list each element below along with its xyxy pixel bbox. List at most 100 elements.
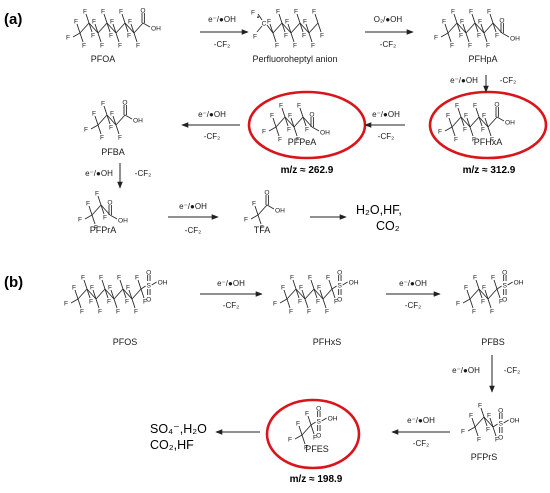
- atom-label: F: [80, 308, 84, 315]
- atom-label: O: [316, 432, 321, 439]
- highlight-ring-pfhxa: [428, 90, 548, 160]
- atom-label: F: [296, 136, 300, 143]
- bond: [122, 288, 127, 299]
- condition-loss-3: -CF₂: [500, 76, 516, 85]
- bond: [460, 116, 465, 127]
- atom-label: F: [103, 214, 107, 221]
- atom-label: F: [499, 298, 503, 305]
- atom-label: O: [337, 296, 342, 303]
- bond: [131, 288, 142, 300]
- bond: [483, 416, 488, 427]
- mass-label-pfes: m/z ≈ 198.9: [290, 474, 343, 485]
- bond: [257, 214, 262, 225]
- bond: [90, 124, 99, 130]
- bond: [489, 417, 494, 428]
- atom-label: F: [293, 42, 297, 49]
- atom-label: OH: [320, 129, 330, 136]
- bond: [272, 117, 277, 128]
- atom-label: O: [107, 199, 112, 206]
- bond: [100, 204, 105, 215]
- atom-label: F: [290, 274, 294, 281]
- atom-label: F: [438, 128, 442, 135]
- mass-label-pfhxa: m/z ≈ 312.9: [463, 165, 516, 176]
- atom-label: F: [82, 42, 86, 49]
- bond: [109, 214, 118, 220]
- atom-label: F: [487, 8, 491, 15]
- bond: [496, 116, 505, 122]
- bond: [478, 288, 483, 299]
- compound-name-pfprs: PFPrS: [471, 452, 498, 462]
- compound-name-pfhxa: PFHxA: [474, 137, 503, 147]
- atom-label: F: [281, 284, 285, 291]
- atom-label: F: [136, 42, 140, 49]
- atom-label: F: [100, 134, 104, 141]
- atom-label: F: [312, 8, 316, 15]
- bond: [487, 288, 498, 300]
- final-products-b-line2: CO₂,HF: [150, 438, 194, 452]
- atom-label: F: [478, 18, 482, 25]
- atom-label: F: [459, 32, 463, 39]
- atom-label: O: [498, 407, 503, 414]
- bond: [302, 116, 313, 128]
- condition-radical-4: e⁻/●OH: [372, 110, 400, 119]
- bond: [465, 22, 476, 34]
- atom-label: F: [313, 434, 317, 441]
- atom-label: F: [262, 128, 266, 135]
- condition-loss-5: -CF₂: [204, 132, 220, 141]
- bond: [440, 32, 449, 38]
- condition-radical-1: e⁻/●OH: [208, 15, 236, 24]
- atom-label: OH: [510, 417, 520, 424]
- atom-label: C: [262, 20, 267, 27]
- atom-label: F: [478, 402, 482, 409]
- bond: [124, 22, 135, 34]
- atom-label: F: [473, 274, 477, 281]
- bond: [115, 114, 126, 126]
- atom-label: F: [299, 284, 303, 291]
- atom-label: F: [267, 18, 271, 25]
- bond: [92, 289, 97, 300]
- bond: [106, 114, 111, 125]
- atom-label: F: [83, 8, 87, 15]
- bond: [456, 22, 461, 33]
- atom-label: F: [110, 110, 114, 117]
- atom-label: F: [74, 18, 78, 25]
- bond: [492, 22, 497, 33]
- atom-label: F: [464, 112, 468, 119]
- bond: [296, 13, 301, 24]
- bond: [448, 117, 453, 128]
- atom-label: F: [454, 136, 458, 143]
- atom-label: F: [78, 216, 82, 223]
- condition-oxygen-2: O₂/●OH: [374, 15, 403, 24]
- atom-label: F: [482, 112, 486, 119]
- atom-label: F: [117, 274, 121, 281]
- bond: [115, 32, 120, 43]
- bond: [471, 417, 476, 428]
- bond: [480, 23, 485, 34]
- bond: [72, 32, 81, 38]
- compound-name-pfpra: PFPrA: [90, 225, 117, 235]
- bond: [97, 195, 102, 206]
- bond: [142, 22, 151, 28]
- compound-name-pfba: PFBA: [101, 147, 125, 157]
- bond: [319, 289, 324, 300]
- bond: [290, 22, 301, 34]
- atom-label: F: [473, 102, 477, 109]
- atom-label: F: [98, 308, 102, 315]
- atom-label: F: [94, 224, 98, 231]
- atom-label: F: [461, 428, 465, 435]
- bond: [501, 32, 510, 38]
- atom-label: OH: [505, 119, 515, 126]
- atom-label: F: [460, 18, 464, 25]
- bond: [507, 281, 513, 286]
- bond: [281, 107, 286, 118]
- compound-name-pfes: PFES: [305, 444, 329, 454]
- bond: [342, 281, 348, 286]
- bond: [478, 116, 489, 128]
- bond: [284, 116, 295, 128]
- bond: [483, 22, 494, 34]
- bond: [86, 288, 97, 300]
